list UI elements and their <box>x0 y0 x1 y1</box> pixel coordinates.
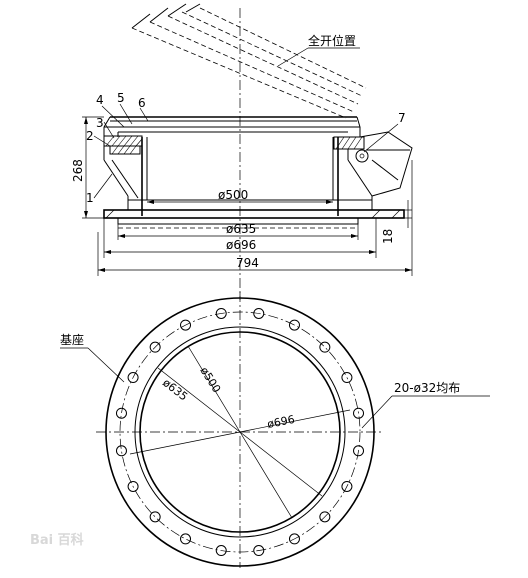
r500-line <box>187 345 241 433</box>
d500-dimension <box>147 200 333 204</box>
r696-line <box>239 409 351 433</box>
part-5-label: 5 <box>117 91 125 105</box>
flange-value: 18 <box>381 229 395 244</box>
d635-section-value: ø635 <box>226 222 256 236</box>
height-dimension <box>82 116 104 219</box>
bolt-hole <box>341 480 353 492</box>
bolt-hole <box>319 511 331 523</box>
bolt-hole <box>149 511 161 523</box>
part-2-label: 2 <box>86 129 94 143</box>
holes-label: 20-ø32均布 <box>394 381 460 395</box>
part-leaders <box>93 103 399 199</box>
d635-plan-value: ø635 <box>160 376 190 403</box>
bolt-holes <box>115 307 365 557</box>
bolt-hole <box>341 372 353 384</box>
watermark: Bai 百科 <box>30 532 84 548</box>
r635-line <box>157 367 241 433</box>
bolt-hole <box>215 307 227 319</box>
bolt-hole <box>127 372 139 384</box>
left-seal-detail <box>103 135 143 155</box>
d635-dimension <box>117 224 359 240</box>
bolt-hole <box>180 533 192 545</box>
part-3-label: 3 <box>96 116 104 130</box>
r696-line-lower <box>129 431 241 455</box>
d500-plan-value: ø500 <box>197 365 223 395</box>
d696-section-value: ø696 <box>226 238 256 252</box>
r635-line-lower <box>239 431 323 497</box>
d500-circle <box>139 331 341 533</box>
right-seal-detail <box>333 136 369 163</box>
part-7-label: 7 <box>398 111 406 125</box>
lid-open-position <box>131 3 367 119</box>
bolt-hole <box>253 545 265 557</box>
bolt-hole <box>180 319 192 331</box>
overall-dimension <box>97 160 413 276</box>
flange-dimension <box>404 200 412 228</box>
plan-view: ø500 ø635 ø696 基座 20-ø32均布 <box>60 292 490 568</box>
bolt-circle <box>119 311 361 553</box>
base-label: 基座 <box>60 332 84 347</box>
lid-closed <box>103 116 361 137</box>
bolt-hole <box>215 545 227 557</box>
part-4-label: 4 <box>96 93 104 107</box>
d500-section-value: ø500 <box>218 188 248 202</box>
bolt-hole <box>127 480 139 492</box>
bolt-hole <box>353 407 365 419</box>
bolt-hole <box>149 341 161 353</box>
bolt-hole <box>253 307 265 319</box>
overall-width-value: 794 <box>236 256 259 270</box>
part-6-label: 6 <box>138 96 146 110</box>
bolt-hole <box>115 445 127 457</box>
base-body <box>103 131 413 225</box>
bolt-hole <box>288 319 300 331</box>
section-view: 全开位置 4 5 6 3 2 1 7 268 <box>71 3 413 300</box>
full-open-leader <box>277 47 309 67</box>
r500-line-lower <box>239 431 293 519</box>
bolt-hole <box>319 341 331 353</box>
bolt-hole <box>288 533 300 545</box>
outer-flange-circle <box>105 297 375 567</box>
d635-circle <box>134 326 346 538</box>
d696-plan-value: ø696 <box>266 413 296 431</box>
part-1-label: 1 <box>86 191 94 205</box>
height-value: 268 <box>71 159 85 182</box>
base-leader <box>87 347 125 383</box>
holes-leader <box>361 395 393 429</box>
full-open-label: 全开位置 <box>308 33 356 48</box>
bolt-hole <box>115 407 127 419</box>
bolt-hole <box>353 445 365 457</box>
d696-dimension <box>103 218 377 258</box>
